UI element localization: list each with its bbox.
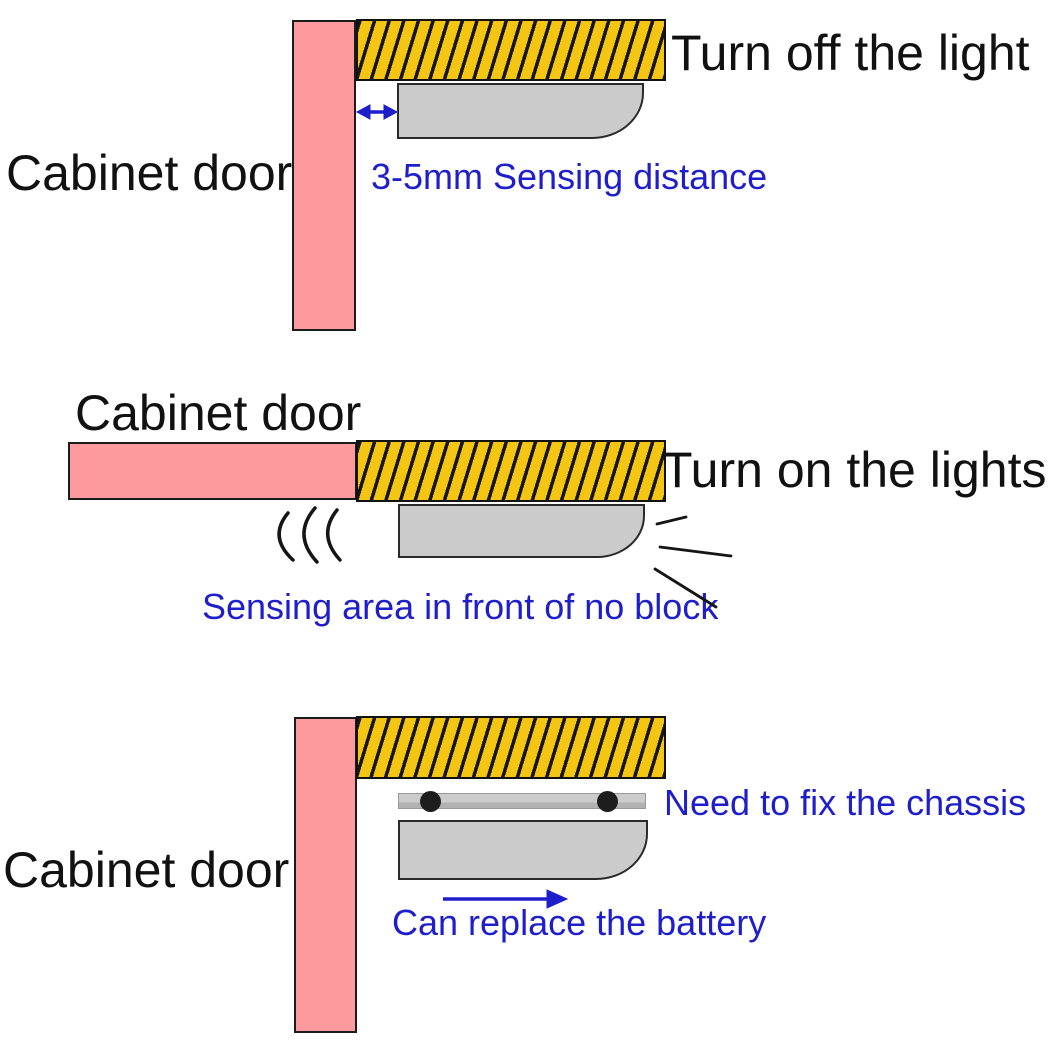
screw-dot-right: [597, 791, 618, 812]
sensing-distance-arrow-icon: [355, 104, 399, 120]
fix-chassis-note: Need to fix the chassis: [664, 782, 1027, 823]
chassis-bar: [398, 793, 646, 809]
replace-battery-note: Can replace the battery: [392, 902, 767, 943]
panel-title: Turn off the light: [671, 25, 1030, 81]
cabinet-door-label: Cabinet door: [6, 145, 293, 201]
cabinet-door-label: Cabinet door: [75, 385, 362, 441]
sensing-distance-note: 3-5mm Sensing distance: [371, 156, 768, 197]
cabinet-top-hatched: [356, 440, 666, 502]
panel-title: Turn on the lights: [662, 442, 1047, 498]
sensing-area-note: Sensing area in front of no block: [202, 586, 719, 627]
sensor-body: [397, 83, 644, 139]
sensor-body: [398, 504, 645, 558]
cabinet-door-rect: [294, 717, 357, 1033]
sensor-body: [398, 820, 648, 880]
cabinet-door-rect: [292, 20, 356, 331]
sensing-wave-icon: [277, 506, 342, 564]
cabinet-door-rect: [68, 442, 357, 500]
screw-dot-left: [420, 791, 441, 812]
cabinet-top-hatched: [356, 19, 666, 81]
cabinet-door-label: Cabinet door: [3, 842, 290, 898]
cabinet-top-hatched: [356, 716, 666, 779]
